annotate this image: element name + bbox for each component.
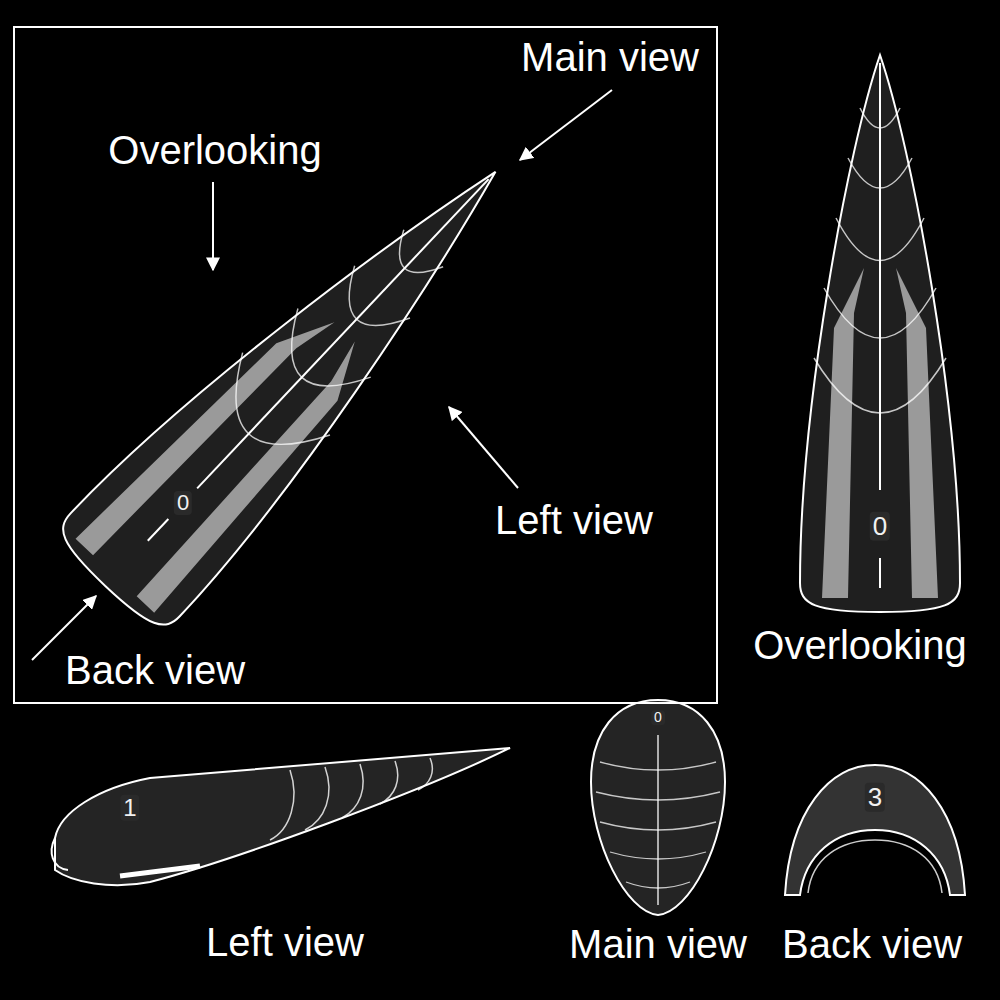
size-number: 1 xyxy=(120,795,139,821)
size-number: 3 xyxy=(865,783,885,812)
view-label: Back view xyxy=(65,648,245,692)
view-label: Overlooking xyxy=(753,623,966,667)
view-label: Back view xyxy=(782,922,962,966)
nail-tip-side xyxy=(52,748,510,885)
view-label: Overlooking xyxy=(108,128,321,172)
leader-arrows xyxy=(32,90,612,660)
size-number: 0 xyxy=(870,512,890,541)
frame xyxy=(14,27,717,703)
view-label: Main view xyxy=(521,35,699,79)
nail-tip-back xyxy=(785,765,965,895)
view-label: Main view xyxy=(569,922,747,966)
nail-tip-3d xyxy=(51,120,550,637)
size-number: 0 xyxy=(651,710,665,725)
view-label: Left view xyxy=(206,920,364,964)
nail-tip-top xyxy=(800,55,960,612)
view-label: Left view xyxy=(495,498,653,542)
nail-tip-front xyxy=(591,700,725,915)
size-number: 0 xyxy=(174,491,192,515)
